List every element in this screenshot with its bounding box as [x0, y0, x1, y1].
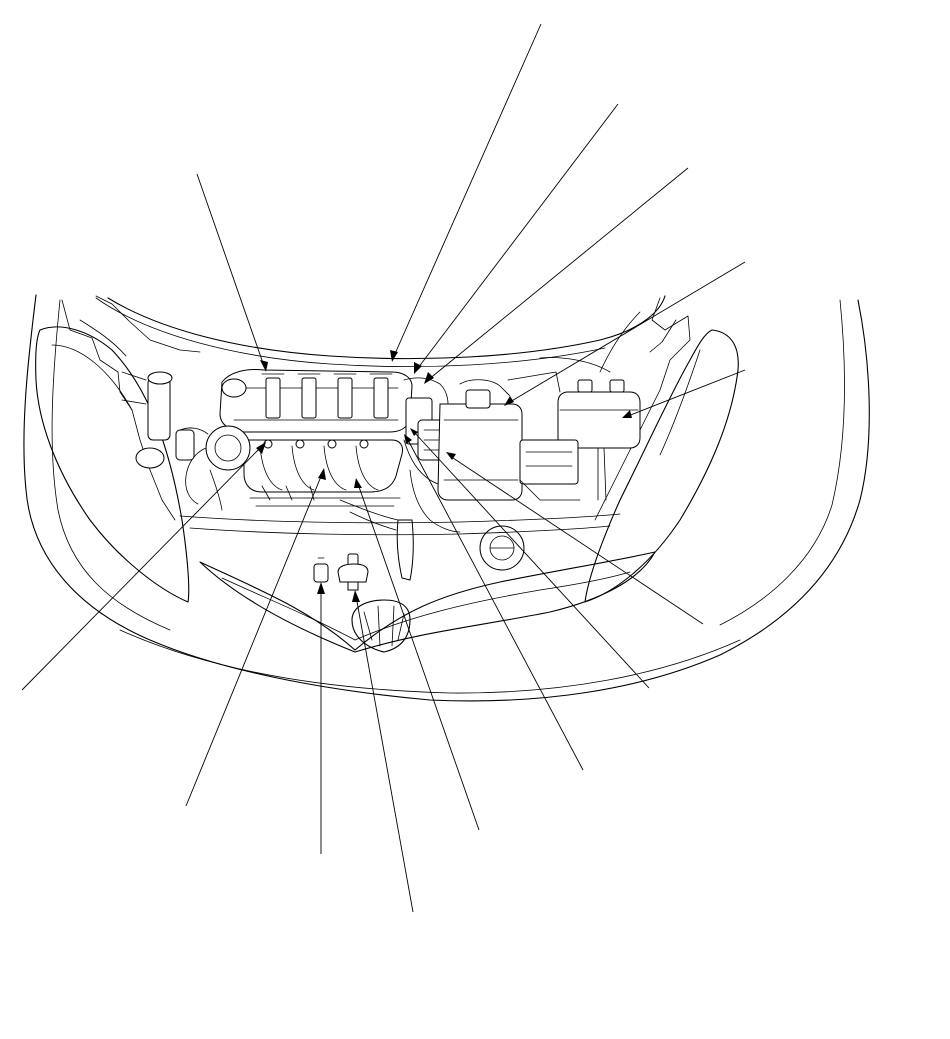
battery	[557, 379, 641, 501]
leader-11	[355, 595, 414, 913]
leader-04	[427, 167, 689, 381]
leader-01	[196, 173, 265, 367]
engine-valve-cover	[219, 369, 413, 433]
lower-grille	[199, 551, 656, 653]
leader-06	[627, 369, 746, 417]
callout-leaders	[21, 23, 746, 913]
throttle-body	[175, 425, 251, 505]
leader-07	[449, 455, 704, 625]
vehicle-body-outline	[23, 294, 870, 702]
leader-09	[407, 439, 584, 771]
ignition-coils	[261, 373, 393, 419]
ambient-temperature-sensor	[313, 557, 329, 583]
leader-13	[185, 473, 323, 807]
leader-10	[357, 483, 480, 831]
front-emblem	[351, 599, 411, 653]
leader-03	[417, 103, 619, 369]
leader-05	[509, 261, 746, 403]
right-fender-details	[594, 297, 691, 521]
hood-latch-switch	[337, 553, 369, 591]
leader-08	[413, 431, 650, 689]
intake-manifold	[243, 439, 403, 507]
left-fender-details	[61, 295, 201, 521]
leader-14	[21, 445, 263, 691]
leader-02	[393, 23, 542, 357]
radiator-cap	[479, 525, 525, 571]
air-cleaner-box	[437, 379, 523, 501]
right-compartment-blocks	[507, 357, 611, 501]
left-headlight	[35, 326, 190, 603]
